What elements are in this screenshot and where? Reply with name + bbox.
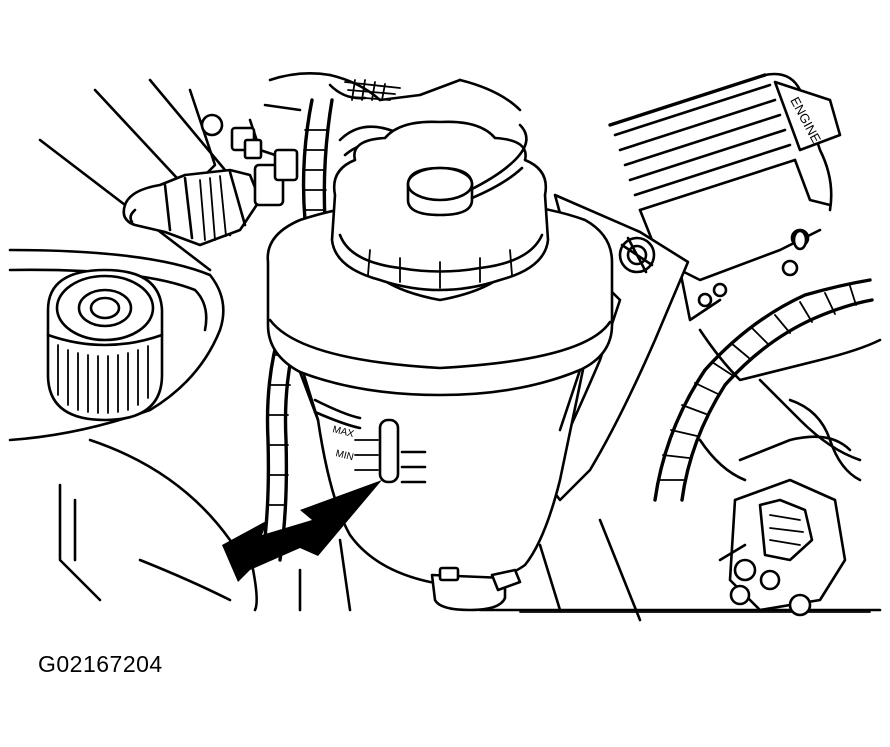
oil-filler-cap bbox=[46, 268, 164, 422]
sensor-connector bbox=[122, 148, 299, 247]
reservoir-bracket bbox=[543, 193, 690, 502]
fluid-reservoir: MAX MIN bbox=[266, 120, 614, 612]
figure-code: G02167204 bbox=[38, 651, 163, 677]
min-mark-label: MIN bbox=[334, 448, 354, 463]
engine-valve-cover: ENGINE bbox=[608, 72, 842, 322]
indicator-arrow bbox=[222, 480, 382, 582]
right-side-components bbox=[698, 328, 882, 617]
max-mark-label: MAX bbox=[331, 424, 355, 440]
